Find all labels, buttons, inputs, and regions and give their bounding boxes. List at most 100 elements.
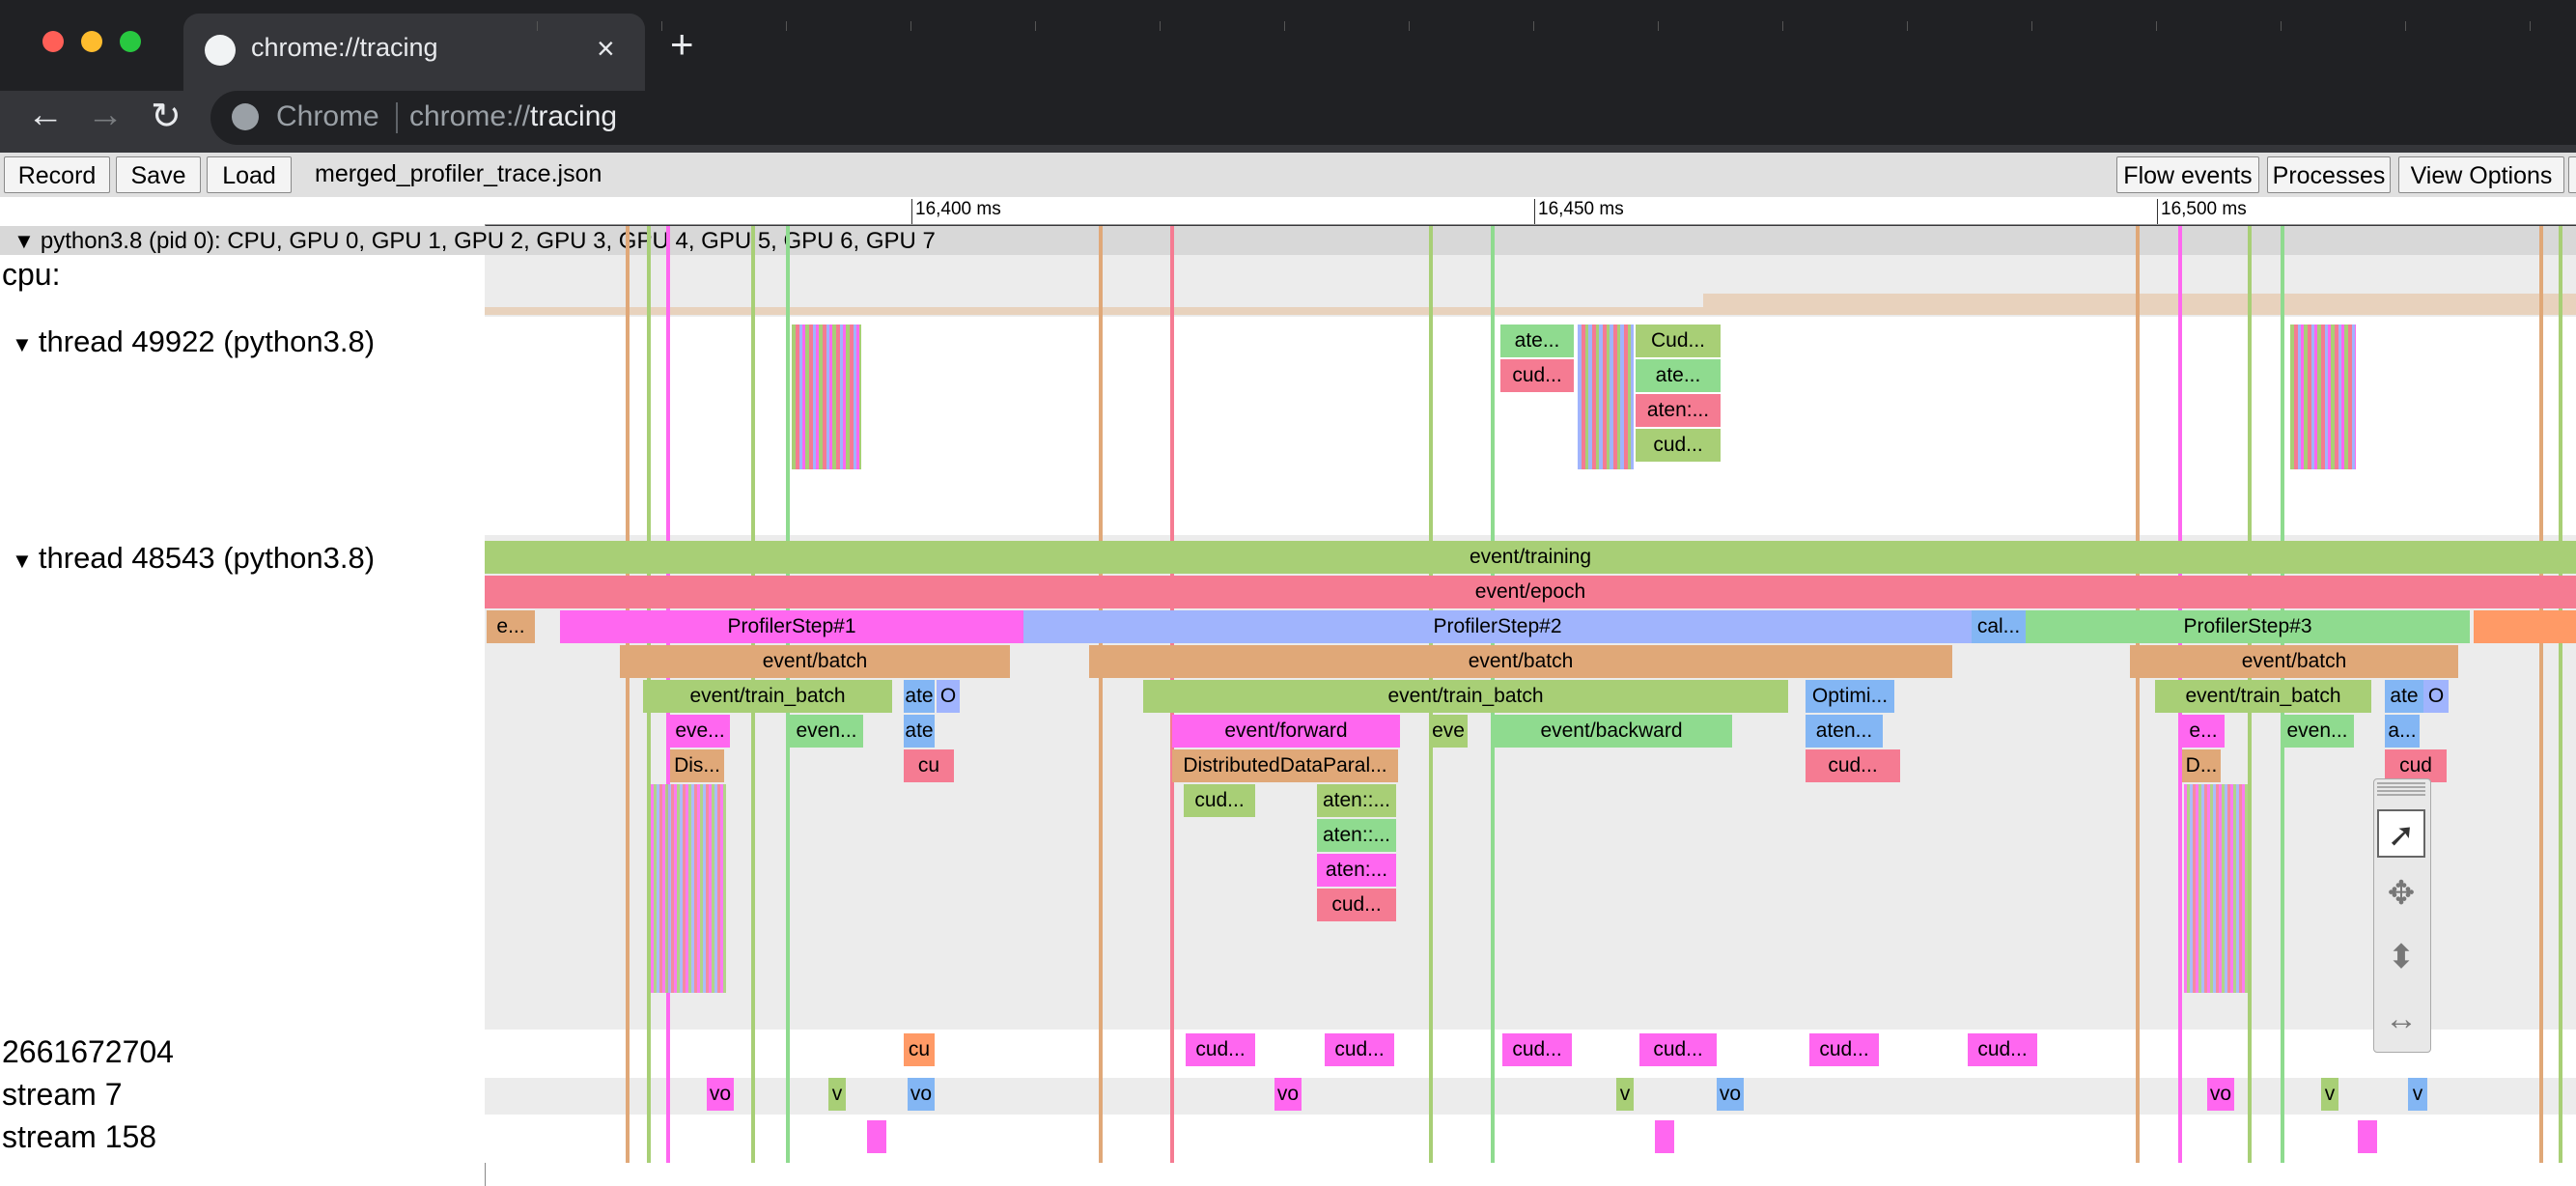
slice-cluster[interactable] [792, 325, 861, 469]
slice[interactable]: cud... [1636, 429, 1721, 462]
slice[interactable]: even... [790, 715, 863, 748]
slice[interactable]: O [2423, 680, 2449, 713]
record-button[interactable]: Record [4, 156, 110, 193]
slice[interactable]: ate [904, 680, 935, 713]
process-header[interactable] [0, 226, 2576, 255]
slice[interactable]: aten:... [1636, 394, 1721, 427]
slice[interactable]: vo [1274, 1078, 1302, 1111]
browser-tab[interactable]: chrome://tracing × [183, 14, 645, 91]
tab-close-icon[interactable]: × [597, 31, 615, 66]
slice-event-batch[interactable]: event/batch [620, 645, 1010, 678]
slice[interactable]: eve... [670, 715, 730, 748]
slice-ddp[interactable]: DistributedDataParal... [1172, 749, 1398, 782]
tab-favicon-icon [205, 35, 236, 66]
reload-icon[interactable]: ↻ [151, 97, 182, 137]
slice[interactable]: cud... [1317, 889, 1396, 921]
slice[interactable]: a... [2385, 715, 2420, 748]
slice[interactable]: eve [1429, 715, 1468, 748]
slice[interactable]: e... [487, 610, 535, 643]
slice[interactable]: cud... [1639, 1033, 1717, 1066]
slice[interactable]: cud... [1809, 1033, 1879, 1066]
save-button[interactable]: Save [116, 156, 201, 193]
slice[interactable]: cud... [1502, 1033, 1572, 1066]
thread-49922-label[interactable]: ▼ thread 49922 (python3.8) [12, 325, 376, 358]
thread-48543-label[interactable]: ▼ thread 48543 (python3.8) [12, 541, 376, 575]
slice[interactable]: vo [1717, 1078, 1744, 1111]
slice-event-batch[interactable]: event/batch [2130, 645, 2458, 678]
slice-cluster[interactable] [1578, 325, 1634, 469]
timing-mode-icon[interactable]: ↔ [2385, 1001, 2418, 1037]
collapse-triangle-icon[interactable]: ▼ [12, 549, 39, 573]
slice-train-batch[interactable]: event/train_batch [643, 680, 892, 713]
slice[interactable]: Dis... [670, 749, 724, 782]
forward-icon[interactable]: → [87, 95, 124, 135]
slice[interactable]: cal... [1972, 610, 2026, 643]
address-bar[interactable]: Chrome chrome://tracing [210, 91, 2576, 145]
slice[interactable]: cud... [1806, 749, 1900, 782]
slice[interactable]: ate [904, 715, 935, 748]
slice[interactable]: cu [904, 749, 954, 782]
back-icon[interactable]: ← [27, 95, 64, 135]
new-tab-icon[interactable]: + [670, 21, 694, 67]
load-button[interactable]: Load [207, 156, 292, 193]
processes-button[interactable]: Processes [2267, 156, 2391, 193]
slice[interactable] [2358, 1120, 2377, 1153]
slice-cluster[interactable] [651, 784, 726, 993]
pan-mode-icon[interactable]: ✥ [2387, 875, 2416, 912]
slice[interactable]: O [937, 680, 960, 713]
slice-event-training[interactable]: event/training [485, 541, 2576, 574]
slice[interactable]: cud... [1184, 784, 1255, 817]
slice[interactable]: aten... [1806, 715, 1883, 748]
slice[interactable]: cud... [1186, 1033, 1255, 1066]
slice-cluster[interactable] [2290, 325, 2356, 469]
slice[interactable]: ate [2385, 680, 2423, 713]
slice[interactable]: cud... [1968, 1033, 2037, 1066]
slice[interactable]: cu [904, 1033, 935, 1066]
slice[interactable]: v [2408, 1078, 2427, 1111]
slice[interactable]: v [828, 1078, 846, 1111]
zoom-window-icon[interactable] [120, 31, 141, 52]
slice-event-batch[interactable]: event/batch [1089, 645, 1952, 678]
slice[interactable]: cud [2385, 749, 2447, 782]
slice[interactable]: ate... [1636, 359, 1721, 392]
slice-event-epoch[interactable]: event/epoch [485, 576, 2576, 608]
slice-optimizer[interactable]: Optimi... [1806, 680, 1894, 713]
slice-profiler-step-2[interactable]: ProfilerStep#2 [1023, 610, 1972, 643]
slice[interactable] [2474, 610, 2576, 643]
slice[interactable]: vo [2207, 1078, 2234, 1111]
slice-profiler-step-1[interactable]: ProfilerStep#1 [560, 610, 1023, 643]
flow-events-button[interactable]: Flow events [2116, 156, 2259, 193]
minimize-window-icon[interactable] [81, 31, 102, 52]
slice[interactable]: v [1616, 1078, 1634, 1111]
process-label[interactable]: ▼ python3.8 (pid 0): CPU, GPU 0, GPU 1, … [14, 228, 936, 254]
slice[interactable] [1655, 1120, 1674, 1153]
slice-profiler-step-3[interactable]: ProfilerStep#3 [2026, 610, 2470, 643]
slice-train-batch[interactable]: event/train_batch [2155, 680, 2371, 713]
view-options-button[interactable]: View Options [2398, 156, 2564, 193]
slice[interactable]: aten:... [1317, 854, 1396, 887]
slice[interactable]: vo [908, 1078, 935, 1111]
slice[interactable]: vo [707, 1078, 734, 1111]
slice-cluster[interactable] [2184, 784, 2248, 993]
collapse-triangle-icon[interactable]: ▼ [12, 332, 39, 356]
slice[interactable]: aten::... [1317, 819, 1396, 852]
drag-handle-icon[interactable] [2377, 782, 2425, 796]
slice-event-backward[interactable]: event/backward [1491, 715, 1732, 748]
slice[interactable] [867, 1120, 886, 1153]
slice-train-batch[interactable]: event/train_batch [1143, 680, 1788, 713]
zoom-mode-icon[interactable]: ⬍ [2387, 939, 2416, 975]
selection-mode-icon[interactable]: ➚ [2377, 809, 2425, 858]
slice-event-forward[interactable]: event/forward [1172, 715, 1400, 748]
slice[interactable]: even... [2281, 715, 2354, 748]
close-window-icon[interactable] [42, 31, 64, 52]
slice[interactable]: aten::... [1317, 784, 1396, 817]
slice[interactable]: v [2321, 1078, 2338, 1111]
slice[interactable]: Cud... [1636, 325, 1721, 357]
slice[interactable]: cud... [1500, 359, 1574, 392]
collapse-triangle-icon[interactable]: ▼ [14, 229, 41, 253]
overflow-button[interactable] [2568, 156, 2576, 193]
slice[interactable]: cud... [1325, 1033, 1394, 1066]
slice[interactable]: e... [2182, 715, 2225, 748]
slice[interactable]: ate... [1500, 325, 1574, 357]
slice[interactable]: D... [2182, 749, 2221, 782]
